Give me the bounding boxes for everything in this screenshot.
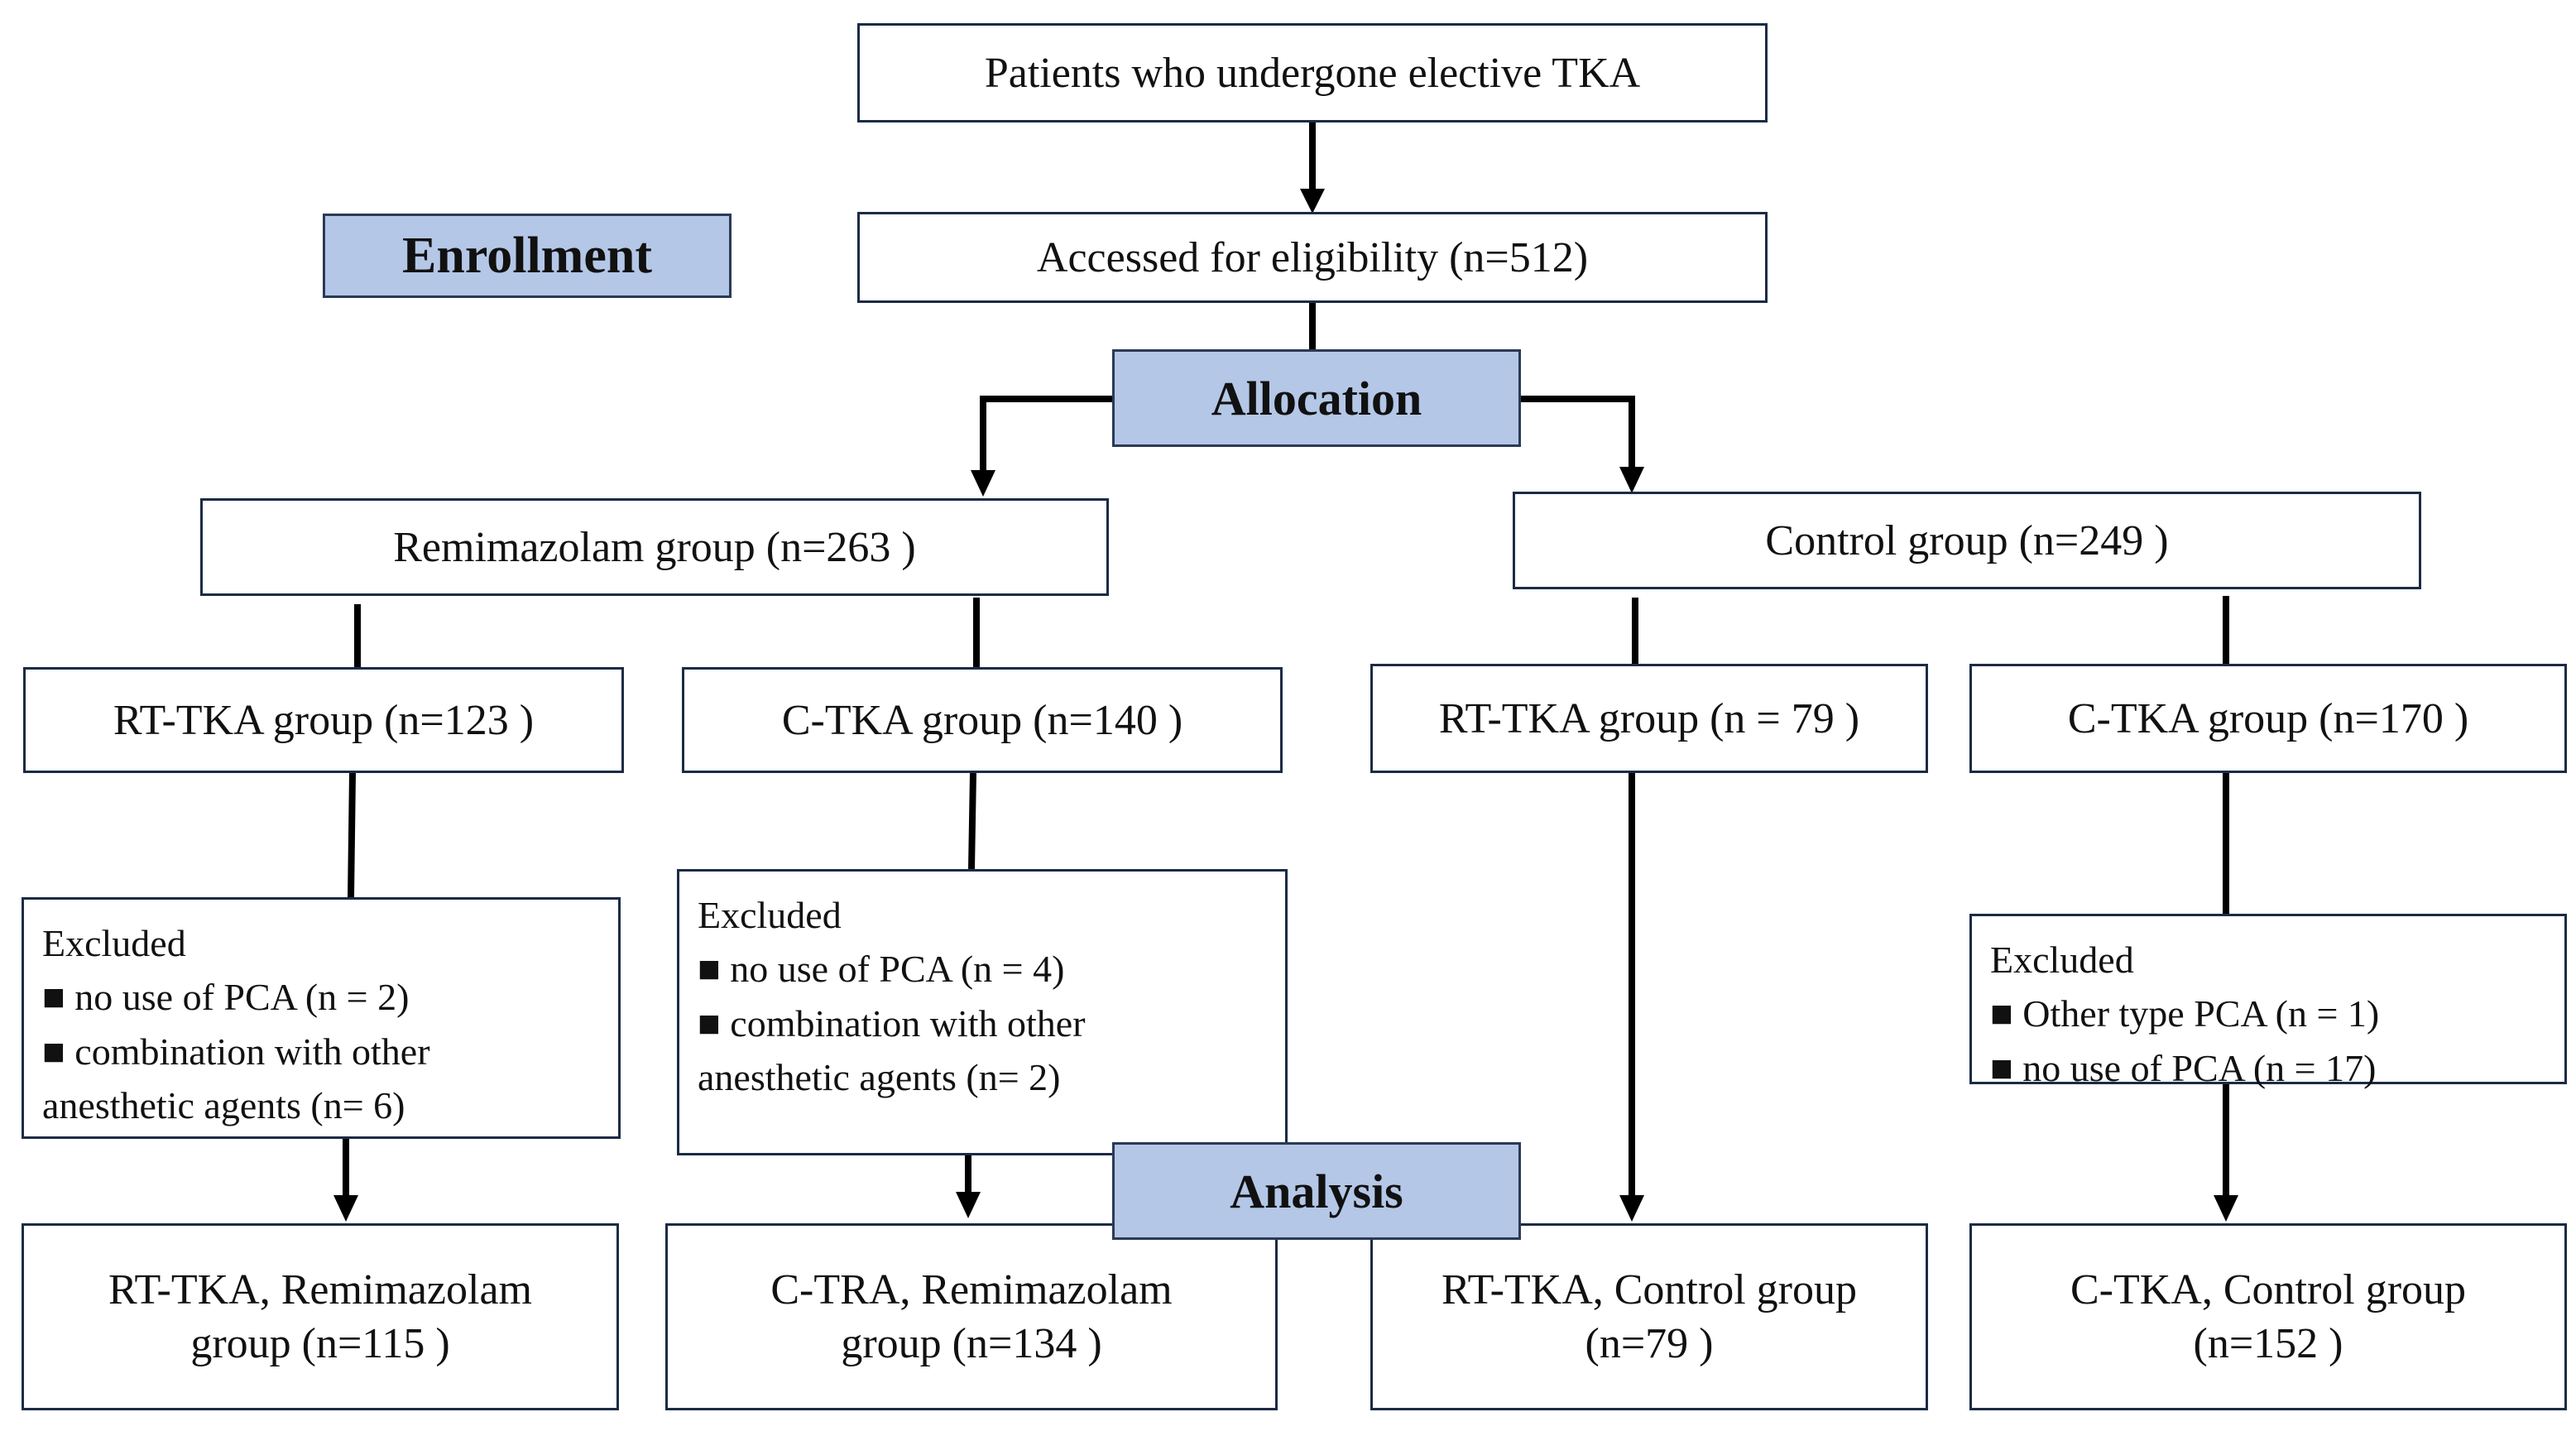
arrowhead — [971, 470, 995, 497]
ctl-rt-final-box: RT-TKA, Control group (n=79 ) — [1370, 1223, 1928, 1410]
excluded-title: Excluded — [42, 922, 186, 964]
ctl-rt-tka-text: RT-TKA group (n = 79 ) — [1438, 694, 1860, 742]
rem-c-tka-box: C-TKA group (n=140 ) — [682, 667, 1283, 773]
excluded-item: ■ no use of PCA (n = 4) — [698, 948, 1065, 991]
arrowhead — [333, 1195, 358, 1222]
final-line: RT-TKA, Control group — [1442, 1266, 1857, 1314]
arrowhead — [1300, 189, 1325, 214]
patients-box: Patients who undergone elective TKA — [857, 23, 1768, 122]
remimazolam-group-box: Remimazolam group (n=263 ) — [200, 498, 1109, 596]
final-line: group (n=134 ) — [841, 1320, 1102, 1367]
patients-text: Patients who undergone elective TKA — [984, 49, 1641, 97]
rem-c-excluded-box: Excluded ■ no use of PCA (n = 4) ■ combi… — [677, 869, 1288, 1155]
stage-allocation: Allocation — [1112, 349, 1521, 447]
final-line: group (n=115 ) — [190, 1320, 450, 1367]
line-rem-c-to-excluded — [968, 772, 976, 870]
ctl-c-final-box: C-TKA, Control group (n=152 ) — [1969, 1223, 2567, 1410]
excluded-item: ■ Other type PCA (n = 1) — [1990, 992, 2380, 1035]
arrow-allocation-to-control — [1519, 396, 1635, 468]
ctl-c-tka-text: C-TKA group (n=170 ) — [2067, 694, 2469, 742]
control-group-text: Control group (n=249 ) — [1765, 516, 2169, 564]
line-rem-rt-to-excluded — [348, 772, 356, 898]
rem-c-tka-text: C-TKA group (n=140 ) — [781, 696, 1183, 744]
excluded-item: ■ no use of PCA (n = 2) — [42, 976, 410, 1019]
excluded-item: ■ combination with other — [42, 1030, 430, 1073]
stage-enrollment: Enrollment — [323, 214, 732, 298]
final-line: (n=152 ) — [2193, 1320, 2343, 1367]
control-group-box: Control group (n=249 ) — [1513, 492, 2421, 589]
rem-rt-tka-text: RT-TKA group (n=123 ) — [113, 696, 535, 744]
arrowhead — [956, 1192, 981, 1218]
final-line: C-TKA, Control group — [2070, 1266, 2467, 1314]
remimazolam-group-text: Remimazolam group (n=263 ) — [393, 523, 916, 571]
excluded-item: ■ no use of PCA (n = 17) — [1990, 1046, 2377, 1089]
arrow-allocation-to-remimazolam — [980, 396, 1115, 472]
ctl-rt-tka-box: RT-TKA group (n = 79 ) — [1370, 664, 1928, 773]
final-line: RT-TKA, Remimazolam — [108, 1266, 532, 1314]
analysis-label: Analysis — [1230, 1164, 1403, 1218]
rem-rt-tka-box: RT-TKA group (n=123 ) — [23, 667, 624, 773]
ctl-c-excluded-box: Excluded ■ Other type PCA (n = 1) ■ no u… — [1969, 914, 2567, 1089]
excluded-item: anesthetic agents (n= 2) — [698, 1055, 1061, 1098]
arrowhead — [2214, 1195, 2238, 1222]
excluded-title: Excluded — [1990, 939, 2134, 981]
assessed-text: Accessed for eligibility (n=512) — [1036, 233, 1589, 281]
stage-analysis: Analysis — [1112, 1142, 1521, 1240]
rem-rt-excluded-box: Excluded ■ no use of PCA (n = 2) ■ combi… — [22, 897, 621, 1139]
excluded-item: ■ combination with other — [698, 1001, 1086, 1045]
excluded-title: Excluded — [698, 894, 842, 936]
ctl-c-tka-box: C-TKA group (n=170 ) — [1969, 664, 2567, 773]
allocation-label: Allocation — [1211, 371, 1422, 425]
rem-rt-final-box: RT-TKA, Remimazolam group (n=115 ) — [22, 1223, 619, 1410]
arrowhead — [1619, 467, 1644, 493]
final-line: (n=79 ) — [1585, 1320, 1714, 1367]
excluded-item: anesthetic agents (n= 6) — [42, 1083, 405, 1126]
rem-c-final-box: C-TRA, Remimazolam group (n=134 ) — [665, 1223, 1278, 1410]
enrollment-label: Enrollment — [402, 227, 652, 284]
assessed-box: Accessed for eligibility (n=512) — [857, 212, 1768, 303]
arrowhead — [1619, 1195, 1644, 1222]
final-line: C-TRA, Remimazolam — [770, 1266, 1173, 1314]
